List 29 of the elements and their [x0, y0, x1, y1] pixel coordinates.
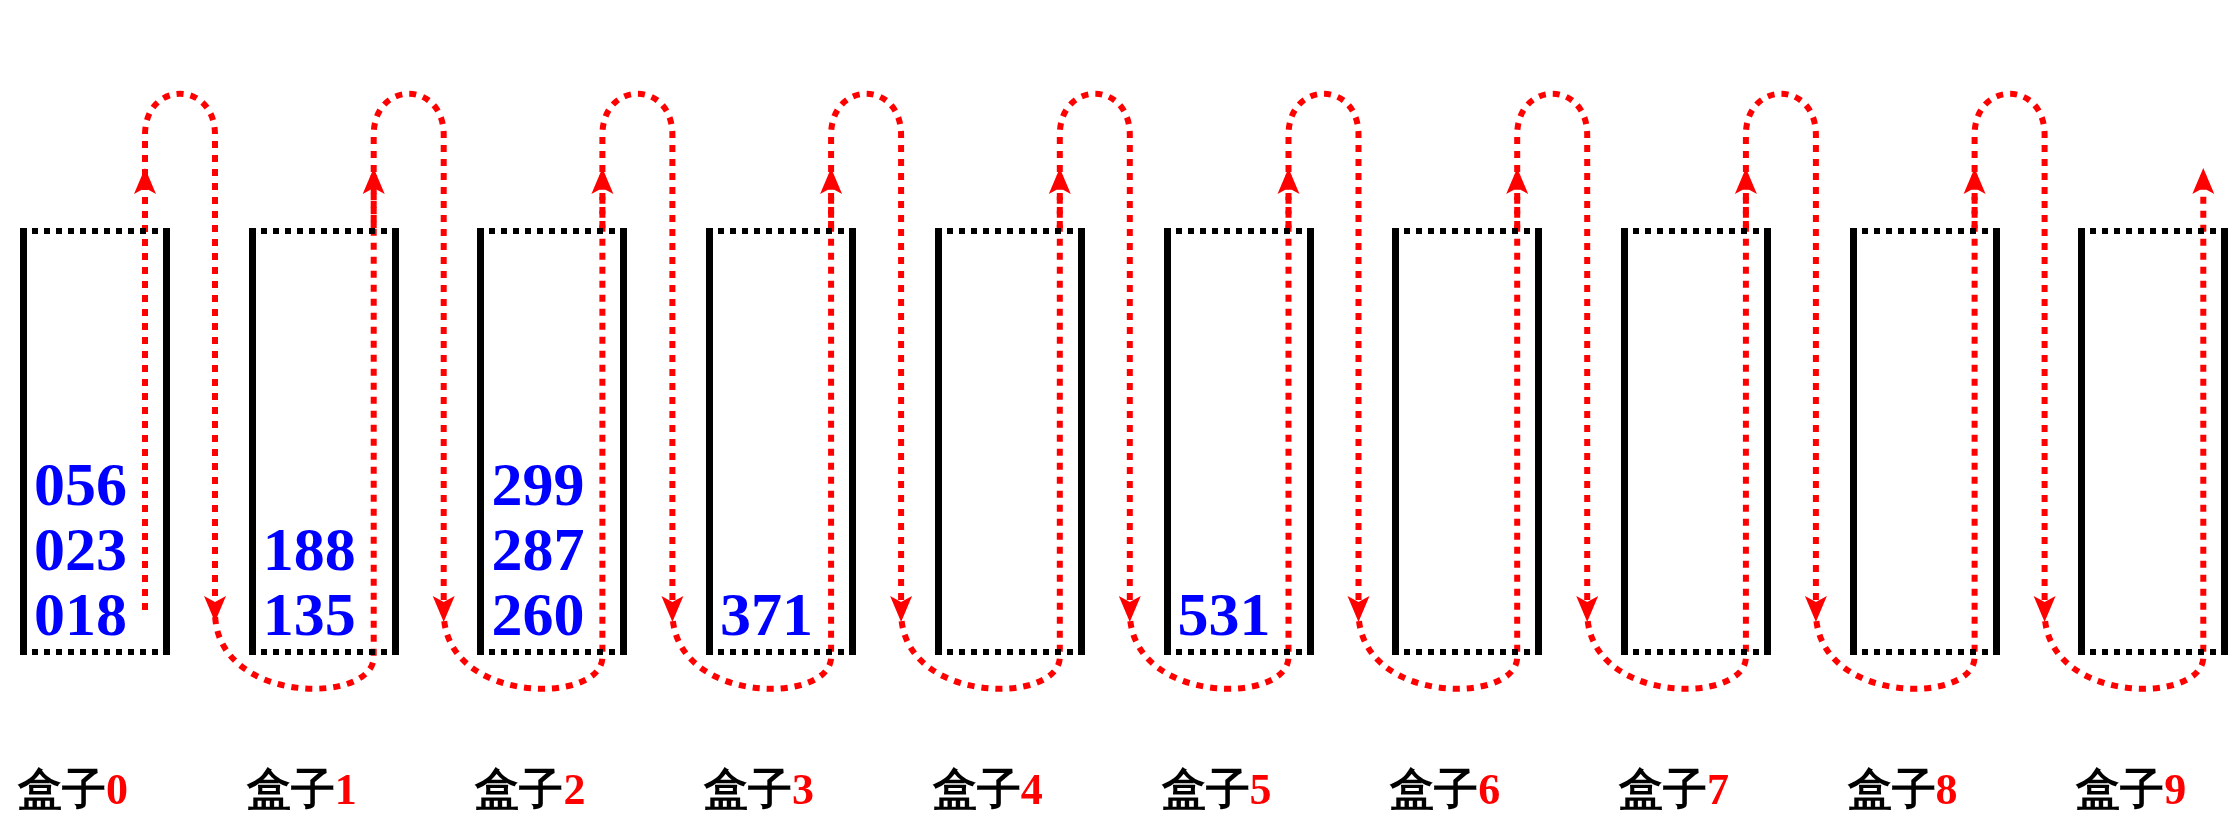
box-label: 盒子4 [932, 764, 1043, 815]
arrow [828, 91, 1071, 692]
arrow [1056, 91, 1300, 692]
arrow [1742, 91, 1986, 692]
box-label: 盒子5 [1161, 764, 1272, 815]
arrow [134, 91, 385, 692]
number-label: 287 [491, 518, 585, 580]
arrow [1971, 91, 2215, 692]
number-label: 188 [262, 518, 356, 580]
arrow [370, 91, 614, 692]
arrow [1285, 91, 1529, 692]
number-label: 135 [262, 583, 356, 645]
number-label: 299 [491, 453, 585, 515]
box-label: 盒子7 [1618, 764, 1729, 815]
box-label: 盒子9 [2076, 764, 2187, 815]
box-label: 盒子2 [475, 764, 586, 815]
number-label: 260 [491, 583, 585, 645]
box-label: 盒子1 [246, 764, 357, 815]
number-label: 531 [1177, 583, 1271, 645]
number-label: 018 [34, 583, 127, 645]
box-label: 盒子0 [18, 764, 128, 815]
number-label: 023 [34, 518, 127, 580]
number-label: 371 [720, 583, 814, 645]
box-label: 盒子6 [1390, 764, 1501, 815]
arrow [1514, 91, 1757, 692]
box-label: 盒子3 [704, 764, 815, 815]
arrow [599, 91, 843, 692]
number-label: 056 [34, 453, 127, 515]
box-label: 盒子8 [1847, 764, 1958, 815]
